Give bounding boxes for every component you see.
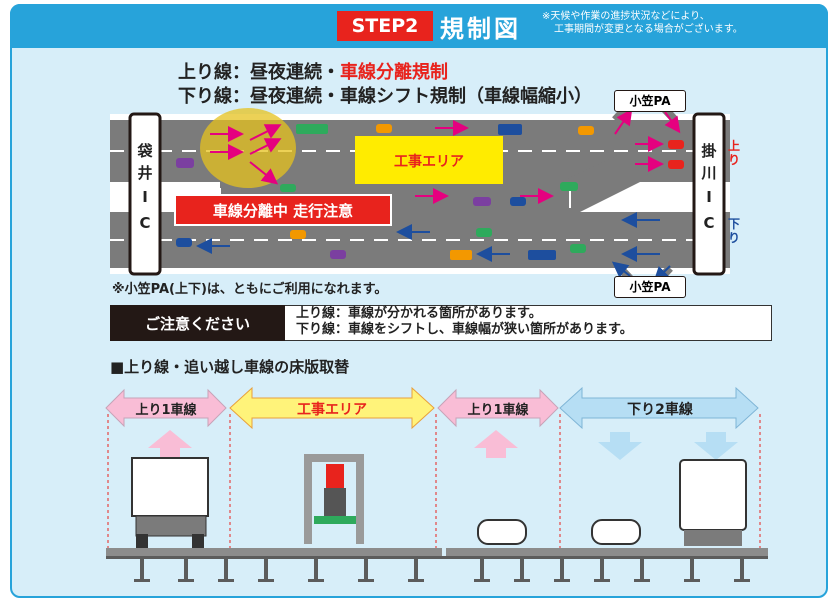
down-direction-arrow-right: [694, 432, 738, 460]
work-area-label: 工事エリア: [394, 153, 464, 170]
arrow-up-1lane-right: [437, 388, 559, 428]
pa-label-bottom: 小笠PA: [614, 276, 686, 298]
up-line-regulation: 上り線：昼夜連続・車線分離規制: [178, 58, 448, 84]
cross-section-diagram: 上り1車線 工事エリア 上り1車線 下り2車線: [105, 386, 768, 582]
step-badge: STEP2: [337, 11, 433, 41]
direction-down-char-2: り: [728, 231, 740, 245]
direction-down-char-1: 下: [728, 217, 740, 231]
right-ic-char-1: 掛: [701, 142, 716, 160]
left-ic-char-1: 袋: [136, 142, 153, 160]
right-ic-char-4: C: [703, 214, 714, 232]
cars-and-truck-right: [477, 459, 747, 546]
direction-up-char-2: り: [728, 153, 740, 167]
gantry-crane: [304, 454, 364, 544]
up-direction-arrow-right: [474, 430, 518, 458]
arrow-down-2lanes: [559, 386, 759, 430]
caution-line-down: 下り線：車線をシフトし、車線幅が狭い箇所があります。: [296, 322, 633, 337]
pa-availability-note: ※小笠PA(上下)は、ともにご利用になれます。: [112, 282, 388, 297]
deck-left: [106, 548, 442, 556]
schedule-note-line2: 工事期間が変更となる場合がございます。: [554, 24, 743, 35]
arrow-work-area: [229, 386, 435, 430]
schedule-note-line1: ※天候や作業の進捗状況などにより、: [542, 11, 710, 22]
left-ic-pillar: [128, 112, 162, 276]
lane-separation-banner: 車線分離中 走行注意: [176, 196, 390, 224]
down-traffic-arrows: [196, 212, 671, 283]
right-ic-pillar: [692, 112, 726, 276]
vehicles: [176, 124, 684, 260]
left-ic-char-2: 井: [137, 164, 152, 182]
direction-up-char-1: 上: [728, 138, 740, 153]
page-title: 規制図: [440, 15, 521, 43]
right-ic-char-3: I: [706, 188, 712, 206]
deck-girders: [134, 559, 750, 582]
truck-left: [131, 457, 209, 548]
deck-right: [446, 548, 768, 556]
right-ic-char-2: 川: [700, 164, 716, 182]
arrow-down-2lanes-label: 下り2車線: [627, 401, 693, 418]
caution-label: ご注意ください: [110, 305, 285, 341]
down-line-regulation: 下り線：昼夜連続・車線シフト規制（車線幅縮小）: [178, 86, 592, 107]
up-line-regulation-text: 上り線：昼夜連続・: [178, 62, 340, 83]
pa-label-top: 小笠PA: [614, 90, 686, 112]
caution-text: 上り線：車線が分かれる箇所があります。 下り線：車線をシフトし、車線幅が狭い箇所…: [296, 306, 633, 338]
arrow-up-1lane-right-label: 上り1車線: [467, 402, 529, 418]
caution-line-up: 上り線：車線が分かれる箇所があります。: [296, 306, 542, 321]
up-direction-arrow-left: [148, 430, 192, 458]
arrow-up-1lane-left-label: 上り1車線: [135, 402, 197, 418]
schedule-note: ※天候や作業の進捗状況などにより、 工事期間が変更となる場合がございます。: [542, 10, 812, 36]
arrow-work-area-label: 工事エリア: [297, 401, 367, 418]
work-area: [355, 136, 503, 184]
up-traffic-arrows: [210, 108, 681, 204]
down-direction-arrow-left: [598, 432, 642, 460]
section-title: ■上り線・追い越し車線の床版取替: [110, 358, 350, 376]
lane-guide-lines: [107, 414, 761, 549]
left-ic-char-3: I: [142, 188, 148, 206]
arrow-up-1lane-left: [105, 388, 227, 428]
separation-point-highlight: [200, 108, 296, 188]
up-line-regulation-highlight: 車線分離規制: [340, 62, 448, 83]
left-ic-char-4: C: [139, 214, 150, 232]
